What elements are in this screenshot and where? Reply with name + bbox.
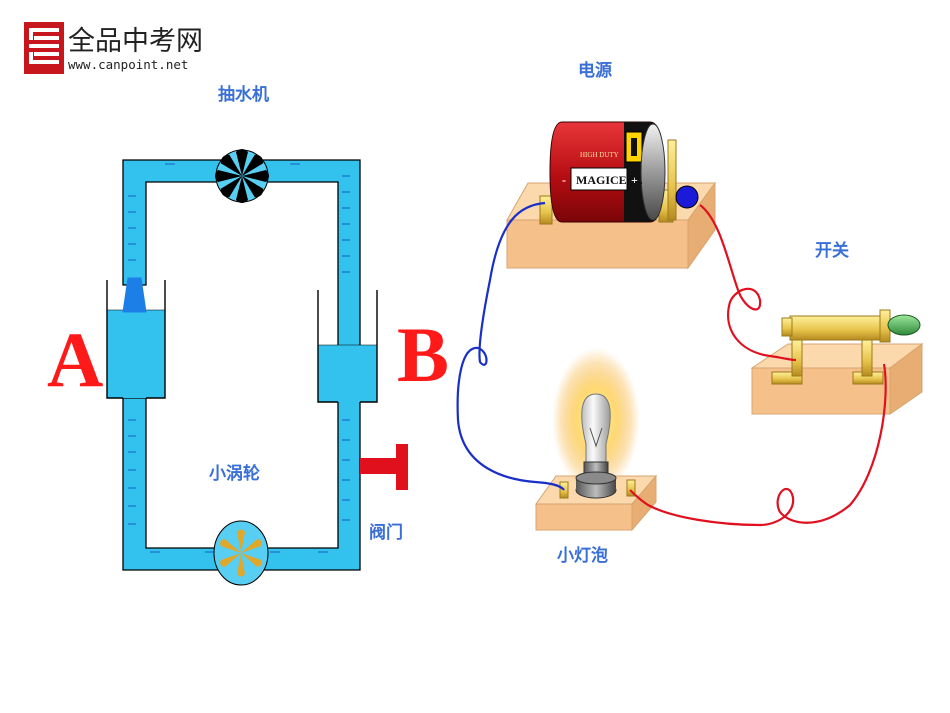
water-circuit: 抽水机 小涡轮 阀门 A B — [47, 84, 449, 586]
battery-icon: MAGICELL HIGH DUTY - + — [549, 121, 699, 223]
battery-plus: + — [631, 173, 638, 187]
wire-blue — [456, 201, 565, 491]
electric-circuit: MAGICELL HIGH DUTY - + — [456, 60, 924, 566]
logo-name: 全品中考网 — [68, 26, 203, 57]
label-bulb: 小灯泡 — [557, 545, 608, 566]
logo-url: www.canpoint.net — [68, 57, 188, 72]
battery-minus: - — [562, 173, 566, 187]
container-b — [317, 290, 378, 403]
switch-icon — [781, 309, 921, 343]
label-power-source: 电源 — [578, 60, 612, 81]
label-switch: 开关 — [815, 240, 849, 261]
label-valve: 阀门 — [369, 522, 403, 543]
turbine-icon — [213, 520, 269, 586]
label-turbine: 小涡轮 — [209, 463, 260, 484]
water-pump-icon — [215, 149, 269, 203]
logo-mark-icon — [24, 22, 64, 74]
label-pump: 抽水机 — [218, 84, 269, 105]
label-b: B — [397, 311, 449, 398]
bulb-icon — [552, 348, 640, 499]
valve-icon — [360, 444, 408, 490]
switch-board — [750, 339, 924, 415]
battery-brand: MAGICELL — [576, 173, 643, 187]
container-a — [106, 277, 166, 399]
logo: 全品中考网 www.canpoint.net — [24, 22, 203, 74]
label-a: A — [47, 316, 103, 403]
battery-top-text: HIGH DUTY — [580, 151, 619, 159]
wire-red — [629, 204, 887, 527]
flow-marks — [128, 163, 350, 553]
wires — [456, 201, 887, 527]
